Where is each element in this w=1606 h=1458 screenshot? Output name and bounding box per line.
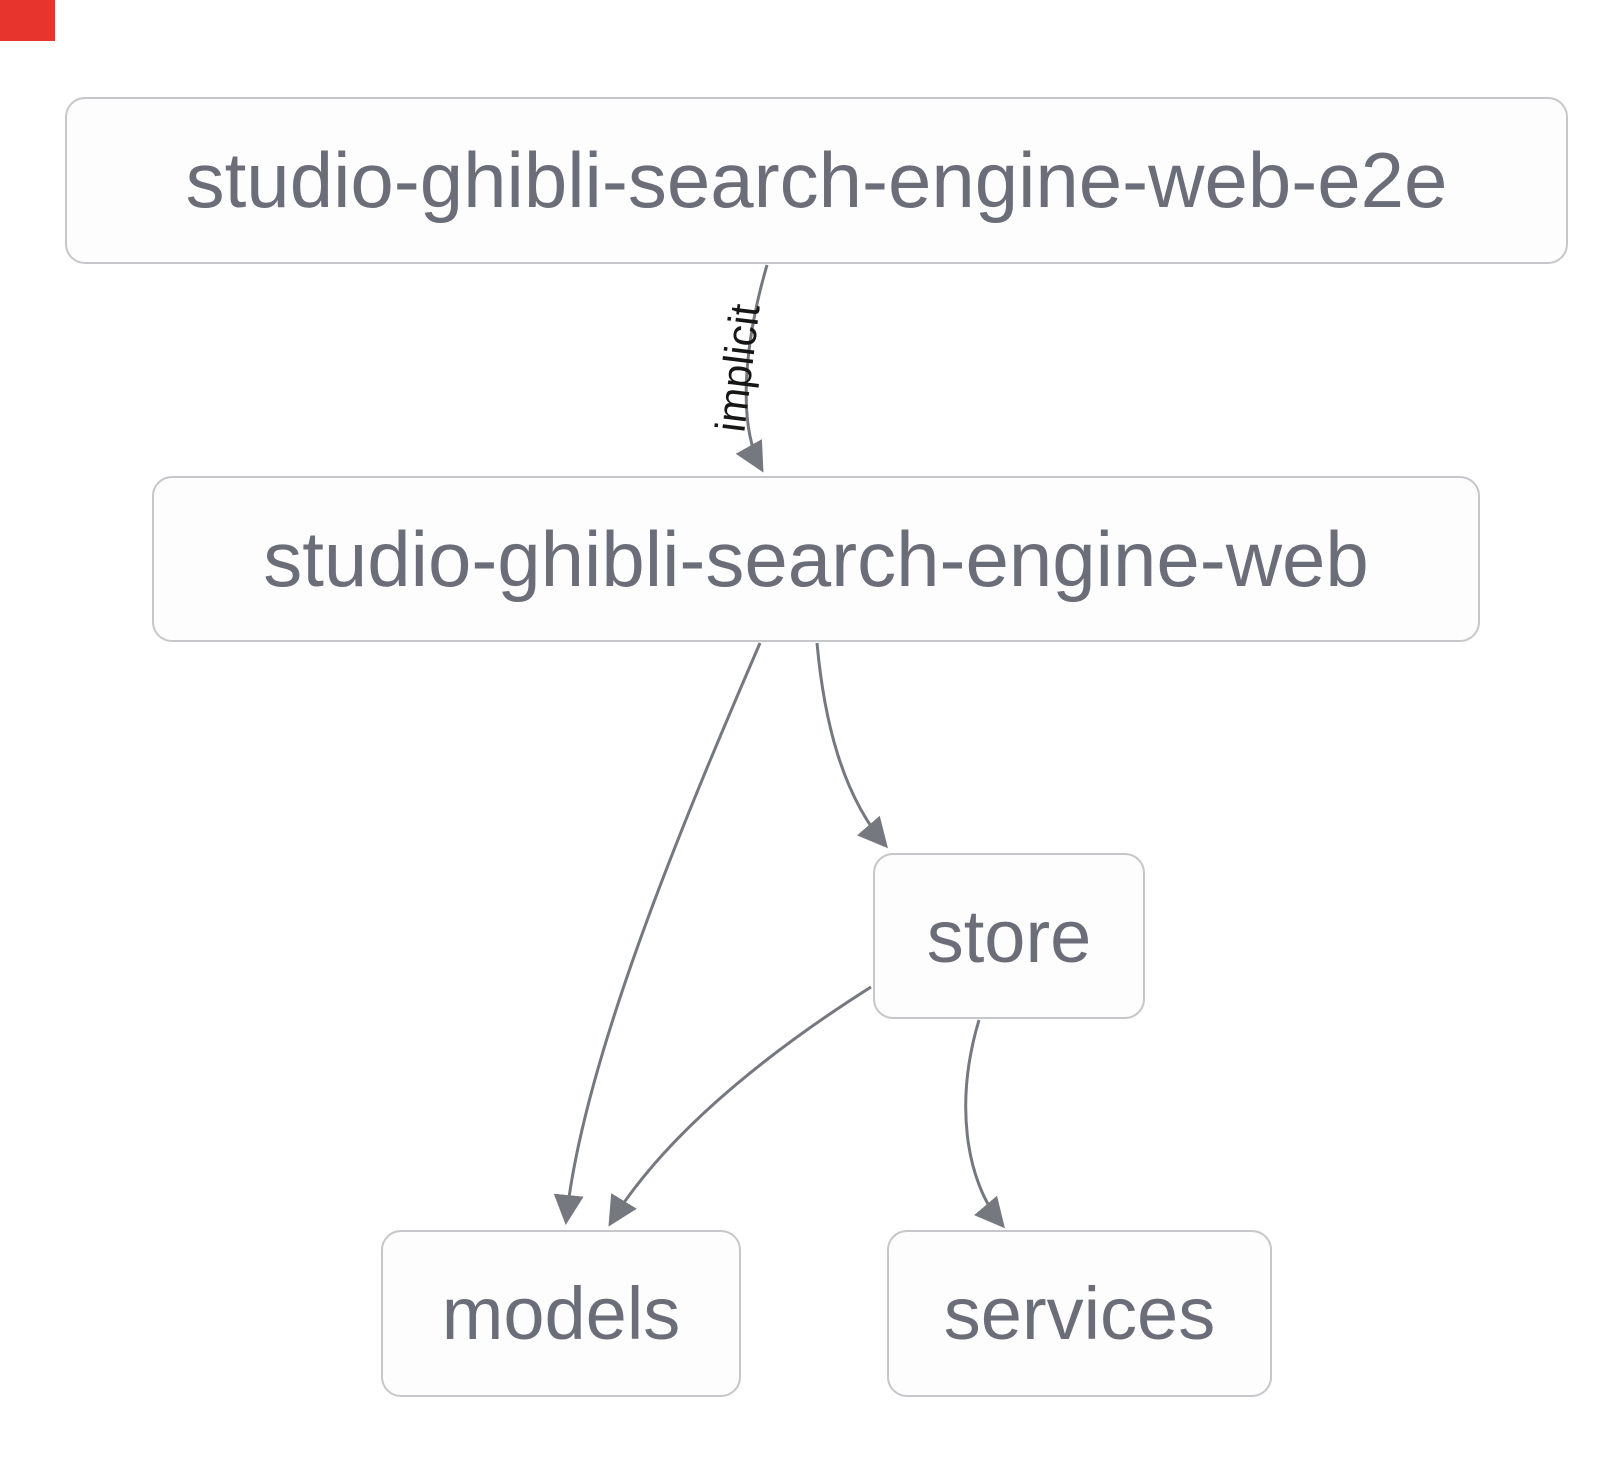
node-label: services	[943, 1272, 1216, 1355]
node-label: models	[441, 1272, 681, 1355]
node-models[interactable]: models	[381, 1230, 741, 1397]
node-label: studio-ghibli-search-engine-web	[263, 514, 1369, 603]
node-label: studio-ghibli-search-engine-web-e2e	[185, 136, 1448, 224]
node-label: store	[926, 894, 1092, 978]
edge-web-to-models	[553, 642, 762, 1225]
node-studio-ghibli-search-engine-web-e2e[interactable]: studio-ghibli-search-engine-web-e2e	[65, 97, 1568, 264]
edge-web-to-store	[815, 642, 888, 849]
edge-label-implicit: implicit	[706, 301, 769, 435]
node-services[interactable]: services	[887, 1230, 1272, 1397]
node-store[interactable]: store	[873, 853, 1145, 1019]
red-corner-marker	[0, 0, 55, 41]
edge-store-to-services	[964, 1019, 1005, 1229]
node-studio-ghibli-search-engine-web[interactable]: studio-ghibli-search-engine-web	[152, 476, 1480, 642]
edge-store-to-models	[608, 985, 872, 1227]
